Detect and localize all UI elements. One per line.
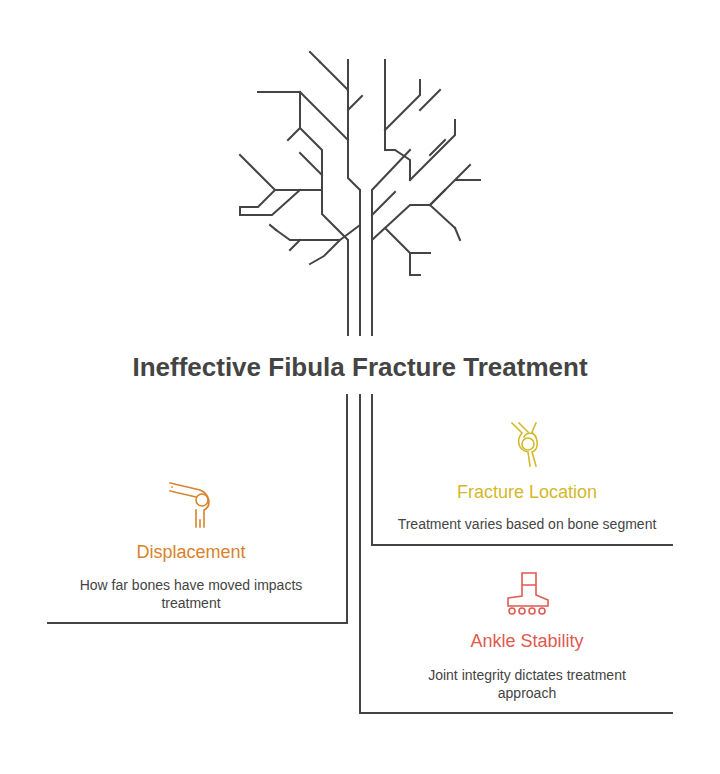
section-heading: Fracture Location bbox=[457, 482, 597, 503]
section-description: Treatment varies based on bone segment bbox=[382, 515, 672, 533]
section-heading: Ankle Stability bbox=[470, 631, 583, 652]
diagram-title: Ineffective Fibula Fracture Treatment bbox=[128, 352, 591, 383]
section-heading: Displacement bbox=[136, 542, 245, 563]
section-description: Joint integrity dictates treatment appro… bbox=[402, 666, 652, 702]
section-description: How far bones have moved impacts treatme… bbox=[61, 576, 321, 612]
